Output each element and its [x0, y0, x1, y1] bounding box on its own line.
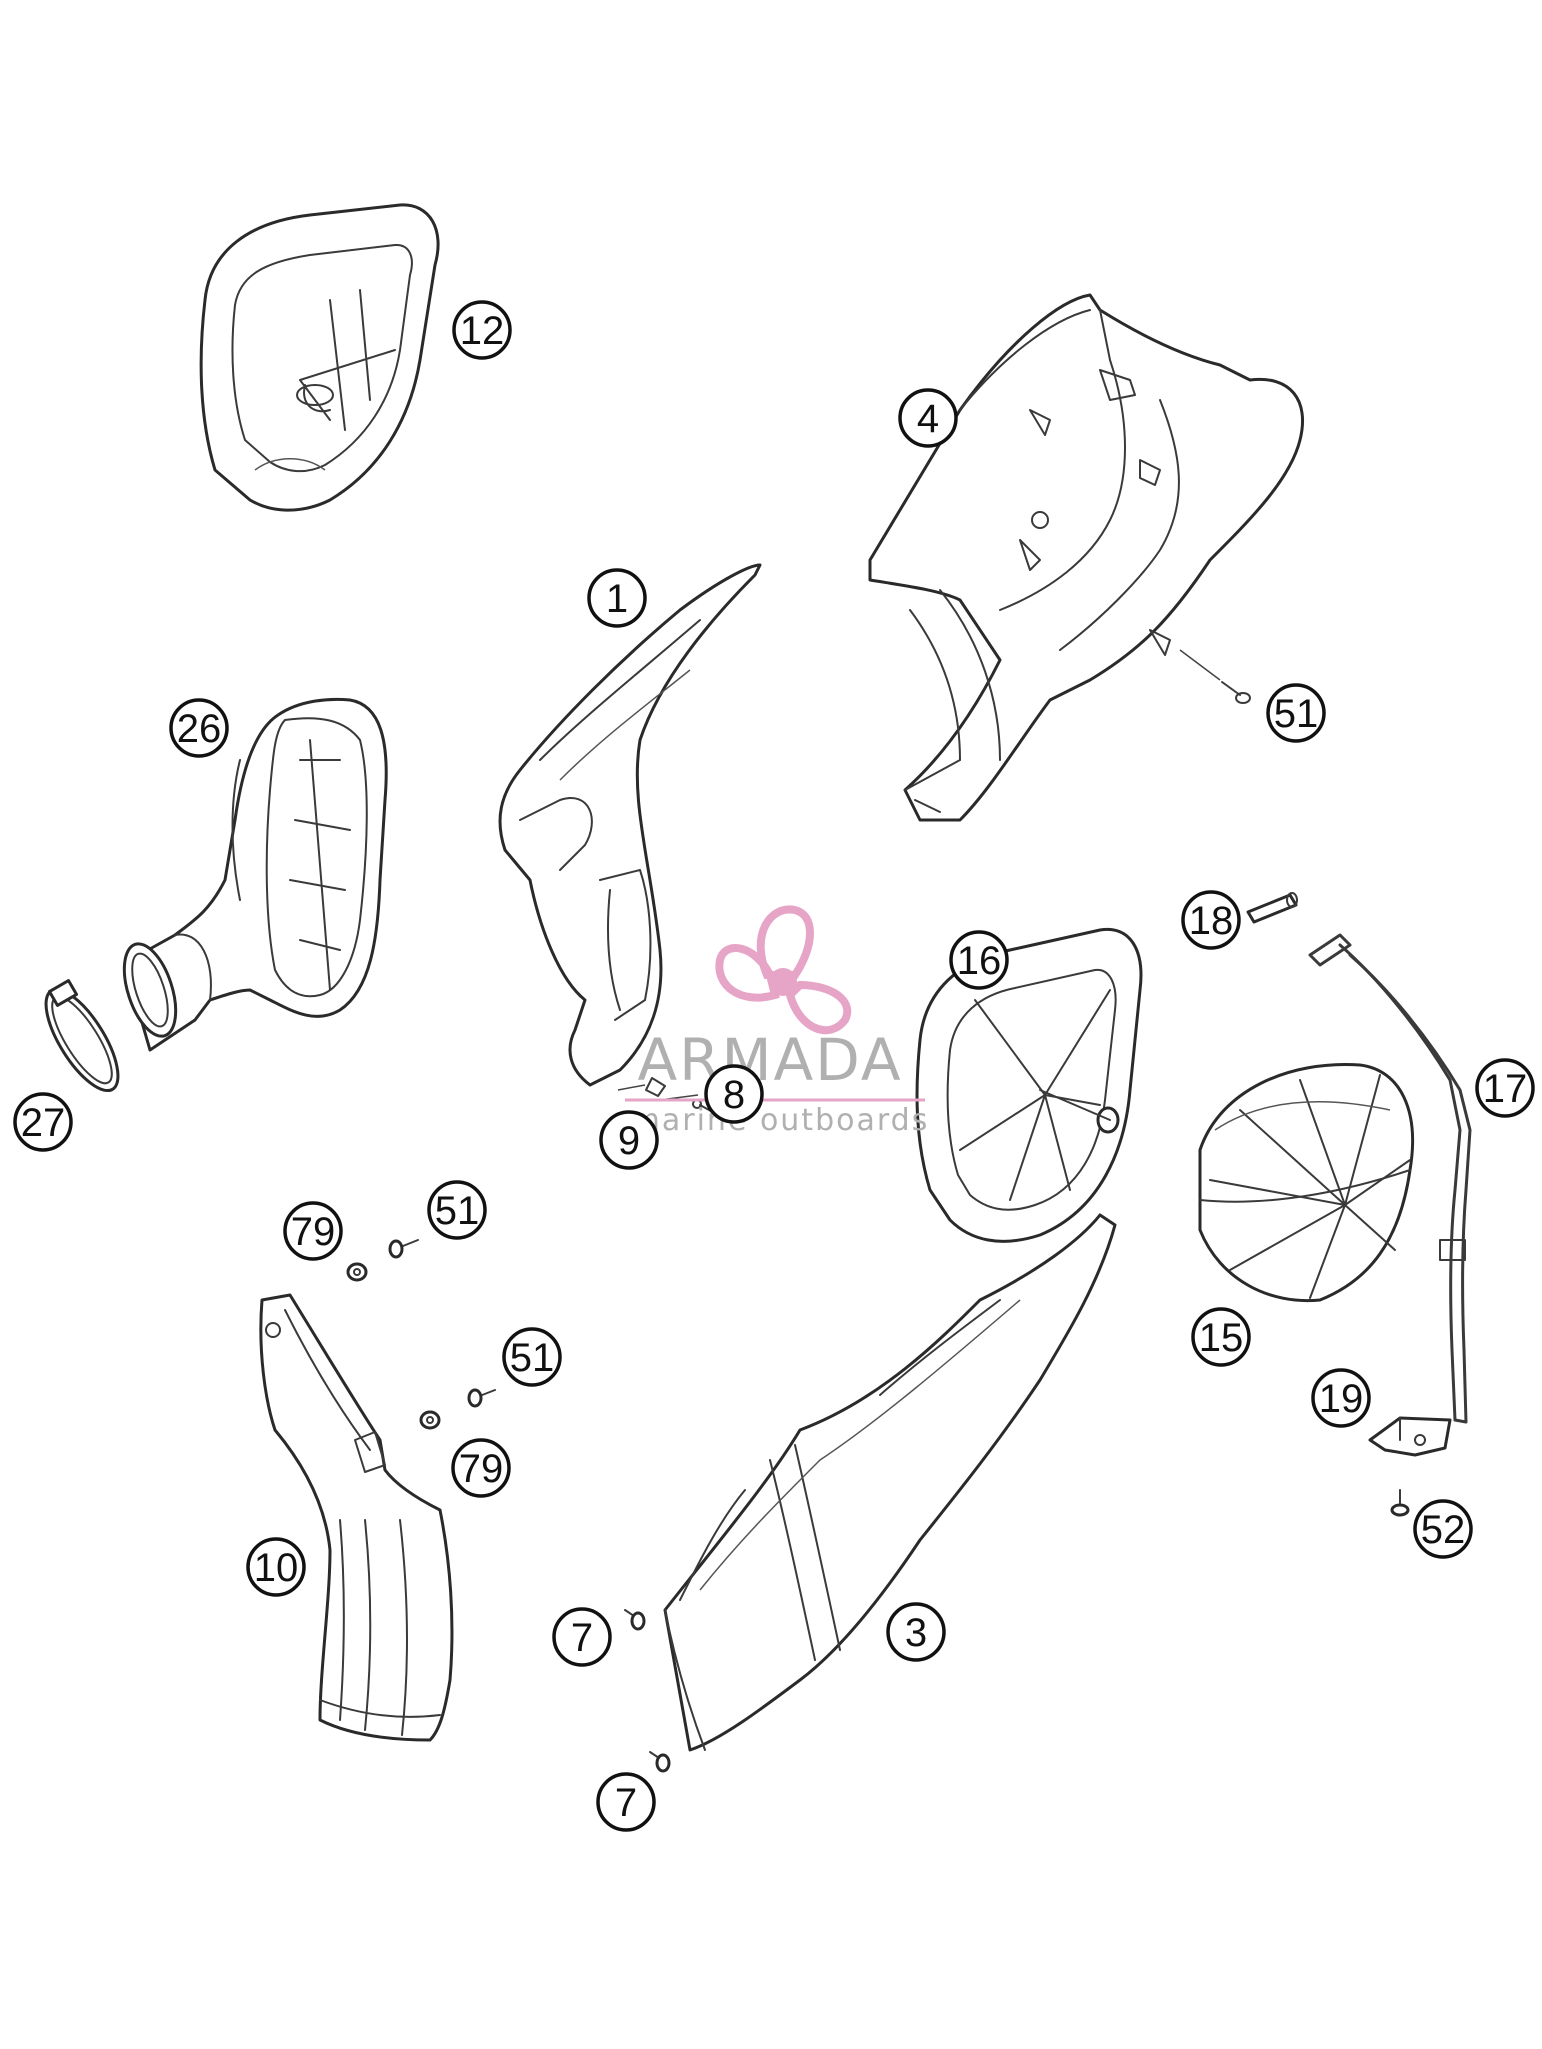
svg-text:51: 51 [1274, 692, 1319, 736]
svg-text:4: 4 [917, 397, 939, 441]
watermark-brand: ARMADA [637, 1026, 902, 1094]
svg-text:17: 17 [1483, 1067, 1528, 1111]
callout-26: 26 [169, 698, 229, 758]
screw-52 [1390, 1489, 1410, 1517]
callout-12: 12 [452, 300, 512, 360]
callout-1: 1 [587, 568, 647, 628]
part-26-intake-boot [122, 697, 388, 1052]
washer-79-lower [419, 1410, 441, 1430]
svg-text:12: 12 [460, 309, 505, 353]
callout-17: 17 [1475, 1058, 1535, 1118]
svg-text:79: 79 [459, 1447, 504, 1491]
callout-51-upper: 51 [427, 1180, 487, 1240]
part-4-airbox-housing [868, 293, 1305, 822]
svg-text:27: 27 [21, 1101, 66, 1145]
callout-7-upper: 7 [552, 1607, 612, 1667]
watermark-logo: ARMADA marine outboards [625, 905, 930, 1138]
svg-text:7: 7 [571, 1616, 593, 1660]
callout-19: 19 [1311, 1368, 1371, 1428]
part-15-air-filter [1198, 1062, 1415, 1303]
screw-7-lower [649, 1751, 671, 1773]
svg-text:8: 8 [723, 1073, 745, 1117]
svg-text:19: 19 [1319, 1377, 1364, 1421]
svg-text:26: 26 [177, 707, 222, 751]
screw-7-upper [624, 1609, 646, 1631]
callout-10: 10 [246, 1537, 306, 1597]
svg-text:7: 7 [615, 1781, 637, 1825]
callout-18: 18 [1181, 890, 1241, 950]
callout-27: 27 [13, 1092, 73, 1152]
callout-15: 15 [1191, 1307, 1251, 1367]
propeller-icon [715, 905, 852, 1035]
callout-79-lower: 79 [451, 1438, 511, 1498]
callout-51-housing: 51 [1266, 683, 1326, 743]
callout-4: 4 [898, 388, 958, 448]
callout-16: 16 [949, 930, 1009, 990]
part-10-intake-snorkel [259, 1293, 454, 1742]
callout-7-lower: 7 [596, 1772, 656, 1832]
svg-text:10: 10 [254, 1546, 299, 1590]
svg-text:18: 18 [1189, 899, 1234, 943]
callout-3: 3 [886, 1602, 946, 1662]
screw-51-upper [388, 1239, 419, 1259]
callout-52: 52 [1413, 1499, 1473, 1559]
screw-51-lower [467, 1388, 496, 1408]
watermark-tagline: marine outboards [631, 1103, 930, 1138]
svg-text:16: 16 [957, 939, 1002, 983]
svg-text:51: 51 [510, 1336, 555, 1380]
svg-text:52: 52 [1421, 1508, 1466, 1552]
part-12-filter-cage [199, 203, 440, 512]
part-18-pin [1246, 892, 1298, 924]
svg-text:3: 3 [905, 1611, 927, 1655]
part-16-filter-frame [915, 927, 1143, 1243]
screw-51-housing [1179, 649, 1251, 704]
part-1-side-panel [498, 563, 762, 1087]
part-3-side-cover [663, 1213, 1117, 1752]
svg-text:1: 1 [606, 577, 628, 621]
washer-79-upper [346, 1262, 368, 1282]
svg-text:9: 9 [618, 1119, 640, 1163]
svg-text:51: 51 [435, 1189, 480, 1233]
callout-51-lower: 51 [502, 1327, 562, 1387]
svg-text:15: 15 [1199, 1316, 1244, 1360]
part-19-clip [1368, 1416, 1452, 1457]
callout-9: 9 [599, 1110, 659, 1170]
part-17-wire-bracket [1308, 933, 1472, 1424]
callout-79-upper: 79 [283, 1201, 343, 1261]
svg-text:79: 79 [291, 1210, 336, 1254]
part-27-hose-clamp [44, 979, 120, 1093]
callout-8: 8 [704, 1064, 764, 1124]
